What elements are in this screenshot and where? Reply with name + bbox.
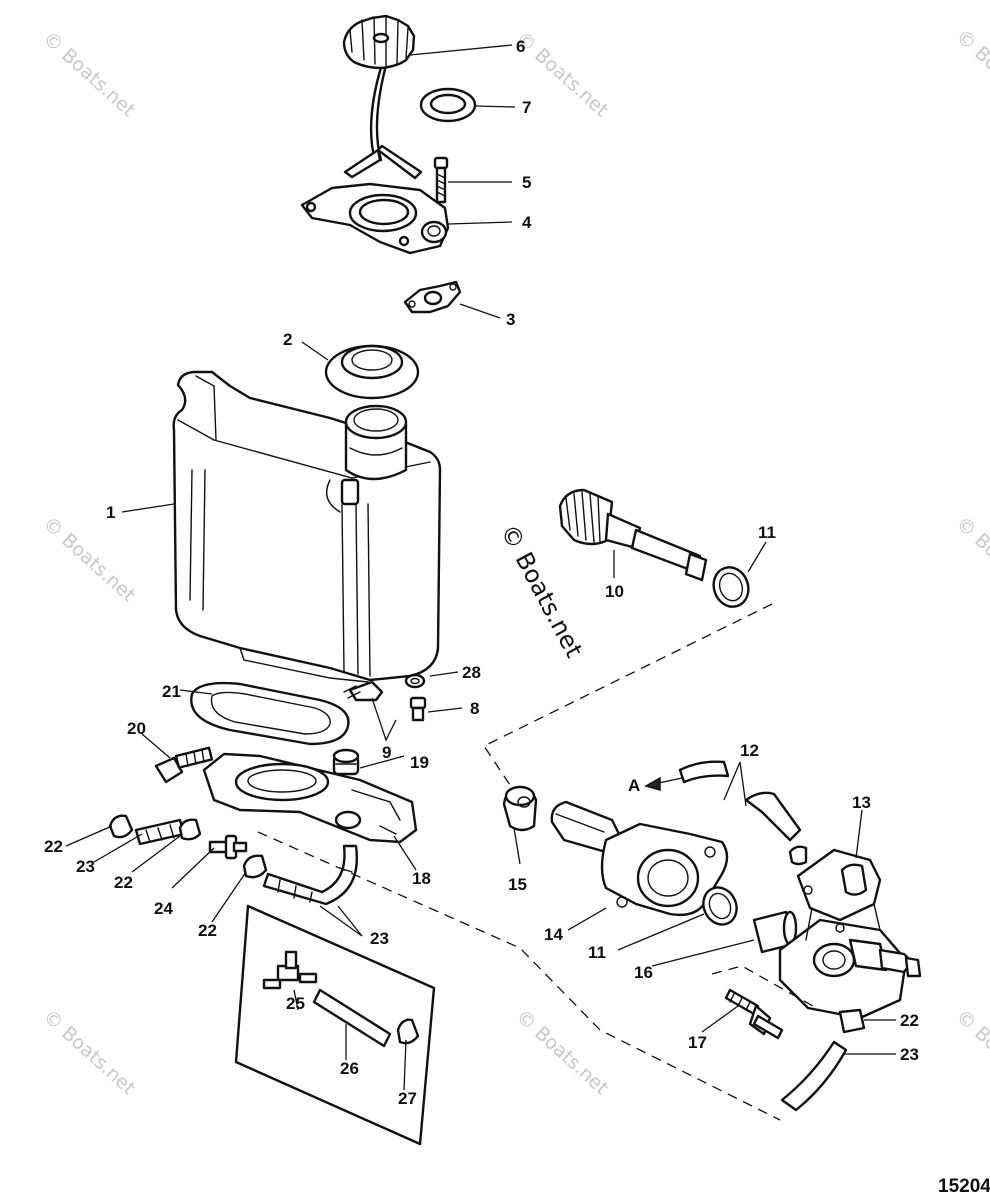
part-filler-neck-bracket — [300, 182, 450, 255]
watermark: © Boats.net — [39, 27, 140, 121]
part-oil-cap — [342, 14, 423, 180]
flow-label: A — [628, 776, 640, 795]
routing-line-screw — [711, 965, 821, 1011]
watermark: © Boats.net — [952, 25, 990, 119]
part-grommet — [324, 344, 420, 400]
part-hose-23-bend — [262, 844, 359, 906]
part-hose-clamp-right — [838, 1008, 866, 1034]
callout-12: 12 — [740, 741, 759, 760]
leader-lines — [65, 44, 896, 1091]
callout-11-upper: 11 — [758, 523, 776, 542]
callout-19: 19 — [410, 753, 429, 772]
callout-6: 6 — [516, 37, 525, 56]
part-hose-clamp — [178, 818, 202, 841]
part-grommet-19 — [332, 748, 360, 776]
callout-5: 5 — [522, 173, 531, 192]
routing-line-bottom — [257, 831, 781, 1121]
part-sleeve-16 — [752, 910, 798, 954]
callout-17: 17 — [688, 1033, 707, 1052]
flow-arrowhead — [644, 776, 661, 791]
part-tank-seal — [190, 681, 350, 746]
part-mount-bracket — [202, 752, 418, 844]
part-o-ring-lower — [702, 886, 738, 926]
callout-9: 9 — [382, 743, 391, 762]
callout-23-c: 23 — [900, 1045, 919, 1064]
callout-14: 14 — [544, 925, 563, 944]
callout-28: 28 — [462, 663, 481, 682]
callout-3: 3 — [506, 310, 515, 329]
callout-13: 13 — [852, 793, 871, 812]
part-pump-housing — [550, 800, 729, 917]
watermark: © Boats.net — [39, 512, 140, 606]
callout-24: 24 — [154, 899, 173, 918]
callout-labels: 6 7 5 4 3 2 1 28 8 9 10 11 21 20 19 18 2… — [44, 37, 919, 1108]
routing-line-upper — [483, 603, 773, 801]
part-cap-gasket — [419, 87, 477, 123]
part-clamp-27 — [396, 1018, 420, 1045]
part-screw-8 — [409, 696, 427, 722]
callout-15: 15 — [508, 875, 527, 894]
part-bushing-15 — [502, 785, 538, 832]
part-oil-pump — [778, 845, 922, 1020]
callout-22-a: 22 — [44, 837, 63, 856]
callout-21: 21 — [162, 682, 181, 701]
watermark: © Boats.net — [952, 512, 990, 606]
part-hose-clamp — [242, 854, 268, 879]
callout-20: 20 — [127, 719, 146, 738]
callout-22-b: 22 — [114, 873, 133, 892]
callout-23-a: 23 — [76, 857, 95, 876]
callout-2: 2 — [283, 330, 292, 349]
callout-10: 10 — [605, 582, 624, 601]
part-screw-17 — [724, 988, 784, 1040]
part-hose-23-left — [134, 818, 186, 846]
callout-26: 26 — [340, 1059, 359, 1078]
flow-indicator: A — [628, 776, 683, 795]
part-tee-fitting-25 — [262, 950, 318, 990]
callout-11-lower: 11 — [588, 943, 606, 962]
callout-23-b: 23 — [370, 929, 389, 948]
part-hose-clamp — [108, 814, 134, 839]
callout-25: 25 — [286, 994, 305, 1013]
callout-22-c: 22 — [198, 921, 217, 940]
part-hose-26 — [312, 988, 392, 1048]
part-o-ring-upper — [712, 566, 750, 608]
part-hose-23-right — [780, 1040, 848, 1112]
part-washer-28 — [404, 673, 426, 689]
watermark: © Boats.net — [39, 1005, 140, 1099]
part-bolt-20 — [154, 746, 214, 784]
callout-4: 4 — [522, 213, 532, 232]
part-screw-5 — [433, 156, 449, 204]
callout-27: 27 — [398, 1089, 417, 1108]
callout-8: 8 — [470, 699, 479, 718]
callout-16: 16 — [634, 963, 653, 982]
part-drive-shaft — [558, 488, 708, 582]
watermark: © Boats.net — [512, 1005, 613, 1099]
figure-number: 15204 — [938, 1176, 990, 1197]
part-fitting-24 — [208, 834, 248, 860]
part-hoses-12 — [678, 760, 802, 842]
watermark: © Boats.net — [952, 1005, 990, 1099]
callout-7: 7 — [522, 98, 531, 117]
part-small-gasket — [403, 280, 462, 314]
callout-1: 1 — [106, 503, 115, 522]
part-oil-tank — [172, 370, 442, 702]
inset-box — [234, 904, 436, 1146]
callout-22-d: 22 — [900, 1011, 919, 1030]
callout-18: 18 — [412, 869, 431, 888]
